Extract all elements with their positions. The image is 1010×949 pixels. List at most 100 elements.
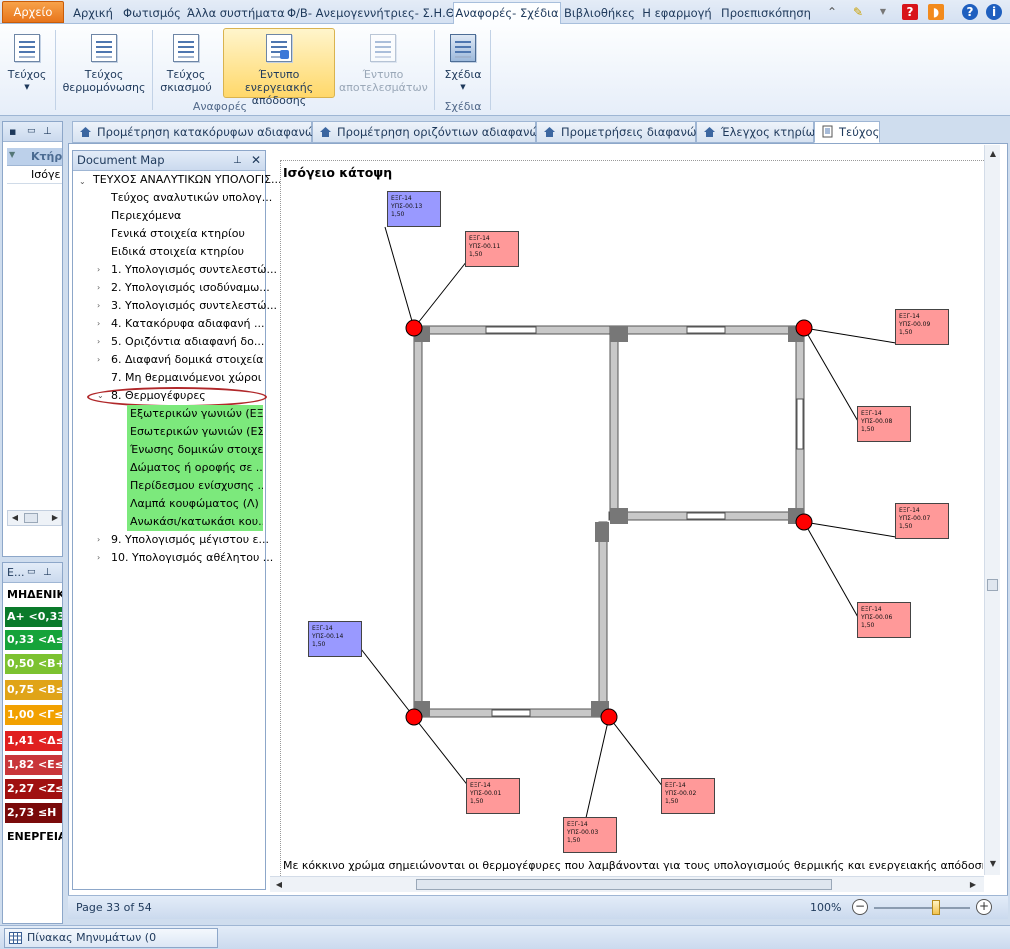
map-item-sub[interactable]: Εσωτερικών γωνιών (ΕΣΓ)	[127, 423, 263, 441]
pane-restore-icon[interactable]: ▭	[27, 126, 36, 136]
collapse-icon[interactable]: ⌄	[97, 391, 104, 400]
zoom-slider-thumb[interactable]	[932, 900, 940, 915]
zoom-in-icon[interactable]: +	[976, 899, 992, 915]
map-item[interactable]: Τεύχος αναλυτικών υπολογ...	[111, 191, 273, 204]
expand-icon[interactable]: ›	[97, 355, 101, 364]
tab-preview[interactable]: Προεπισκόπηση	[721, 6, 811, 20]
map-item[interactable]: ΤΕΥΧΟΣ ΑΝΑΛΥΤΙΚΩΝ ΥΠΟΛΟΓΙΣ...	[93, 173, 282, 186]
pin-icon[interactable]: ⊥	[43, 126, 52, 137]
vertical-scrollbar[interactable]: ▲ ▼	[984, 145, 1000, 875]
map-item-sub[interactable]: Εξωτερικών γωνιών (ΕΞΓ)	[127, 405, 263, 423]
map-item[interactable]: Περιεχόμενα	[111, 209, 182, 222]
horizontal-scrollbar[interactable]: ◀ ▶	[7, 510, 62, 526]
drawings-label: Σχέδια	[444, 68, 482, 81]
pane-restore-icon[interactable]: ▭	[27, 567, 36, 577]
scroll-right-icon[interactable]: ▶	[51, 513, 59, 522]
map-item[interactable]: 4. Κατακόρυφα αδιαφανή ...	[111, 317, 265, 330]
thermal-bridge-marker	[795, 319, 813, 337]
scroll-right-icon[interactable]: ▶	[969, 880, 977, 889]
teuxos-skiasmou-button[interactable]: Τεύχος σκιασμού	[156, 28, 216, 100]
expand-icon[interactable]: ›	[97, 337, 101, 346]
tab-vertical-opaque-label: Προμέτρηση κατακόρυφων αδιαφανών	[97, 125, 321, 139]
messages-button[interactable]: Πίνακας Μηνυμάτων (0 μηνύματα)	[4, 928, 218, 948]
tab-teuxos[interactable]: Τεύχος	[814, 121, 880, 143]
energy-certificate-button[interactable]: Έντυπο ενεργειακής απόδοσης	[223, 28, 335, 107]
box-line: 1,50	[469, 251, 483, 258]
expand-icon[interactable]: ›	[97, 283, 101, 292]
zoom-out-icon[interactable]: −	[852, 899, 868, 915]
map-item[interactable]: 2. Υπολογισμός ισοδύναμω...	[111, 281, 270, 294]
results-form-button[interactable]: Έντυπο αποτελεσμάτων	[338, 28, 428, 100]
scroll-left-icon[interactable]: ◀	[11, 513, 19, 522]
pin-icon[interactable]: ⊥	[43, 567, 52, 578]
collapse-icon[interactable]: ⌄	[79, 177, 86, 186]
tab-vertical-opaque[interactable]: Προμέτρηση κατακόρυφων αδιαφανών	[72, 121, 321, 143]
map-item[interactable]: 9. Υπολογισμός μέγιστου ε...	[111, 533, 269, 546]
map-item[interactable]: 10. Υπολογισμός αθέλητου ...	[111, 551, 274, 564]
zoom-slider-track[interactable]	[874, 907, 970, 909]
map-item[interactable]: 6. Διαφανή δομικά στοιχεία	[111, 353, 264, 366]
tab-building-check-label: Έλεγχος κτηρίων	[721, 125, 822, 139]
horizontal-scrollbar[interactable]: ◀ ▶	[270, 876, 984, 892]
leader-line	[360, 648, 415, 718]
expand-icon[interactable]: ▼	[9, 150, 16, 159]
scroll-thumb[interactable]	[24, 513, 38, 523]
drawings-button[interactable]: Σχέδια ▼	[440, 28, 486, 100]
map-item-thermal-bridges[interactable]: 8. Θερμογέφυρες	[111, 389, 206, 402]
expand-icon[interactable]: ›	[97, 319, 101, 328]
teuxos-skias-label1: Τεύχος	[166, 68, 206, 81]
tab-other-systems[interactable]: Άλλα συστήματα	[187, 6, 285, 20]
ribbon-separator	[490, 30, 491, 110]
scroll-left-icon[interactable]: ◀	[275, 880, 283, 889]
rss-icon[interactable]: ◗	[928, 4, 944, 20]
map-item[interactable]: 7. Μη θερμαινόμενοι χώροι	[111, 371, 262, 384]
map-item-sub[interactable]: Ανωκάσι/κατωκάσι κου...	[127, 513, 263, 531]
map-item-sub[interactable]: Λαμπά κουφώματος (Λ)	[127, 495, 263, 513]
close-icon[interactable]: ✕	[251, 153, 262, 167]
tab-building-check[interactable]: Έλεγχος κτηρίων	[696, 121, 822, 143]
help-red-icon[interactable]: ?	[902, 4, 918, 20]
map-item[interactable]: 5. Οριζόντια αδιαφανή δο...	[111, 335, 265, 348]
rating-z: 2,27 <Z≤	[5, 779, 62, 799]
tab-horizontal-opaque[interactable]: Προμέτρηση οριζόντιων αδιαφανών	[312, 121, 545, 143]
tab-application[interactable]: Η εφαρμογή	[642, 6, 712, 20]
tab-file[interactable]: Αρχείο	[2, 1, 64, 23]
map-item-sub[interactable]: Δώματος ή οροφής σε ...	[127, 459, 263, 477]
tab-reports-drawings[interactable]: Αναφορές- Σχέδια	[453, 2, 561, 25]
scroll-thumb[interactable]	[987, 579, 998, 591]
corner-column	[610, 326, 628, 342]
tab-pv-wind[interactable]: Φ/Β- Ανεμογεννήτριες- Σ.Η.Θ.	[287, 6, 459, 20]
expand-icon[interactable]: ›	[97, 535, 101, 544]
map-item-sub[interactable]: Περίδεσμου ενίσχυσης ...	[127, 477, 263, 495]
info-icon[interactable]: i	[986, 4, 1002, 20]
tab-home[interactable]: Αρχική	[73, 6, 113, 20]
map-item[interactable]: 3. Υπολογισμός συντελεστώ...	[111, 299, 277, 312]
map-item[interactable]: Ειδικά στοιχεία κτηρίου	[111, 245, 245, 258]
scroll-up-icon[interactable]: ▲	[989, 149, 997, 158]
dropdown-icon[interactable]: ▼	[879, 7, 887, 16]
map-item[interactable]: 1. Υπολογισμός συντελεστώ...	[111, 263, 277, 276]
tab-transparent[interactable]: Προμετρήσεις διαφανών	[536, 121, 703, 143]
grid-col-header[interactable]: Κτήρ	[31, 150, 63, 163]
rating-a-plus: A+ <0,33	[5, 607, 62, 627]
scroll-thumb[interactable]	[416, 879, 832, 890]
expand-icon[interactable]: ›	[97, 301, 101, 310]
tab-libraries[interactable]: Βιβλιοθήκες	[564, 6, 635, 20]
expand-icon[interactable]: ›	[97, 553, 101, 562]
teuxos-button[interactable]: Τεύχος ▼	[4, 28, 50, 100]
chevron-up-icon[interactable]: ⌃	[826, 5, 838, 19]
thermal-bridge-marker	[405, 319, 423, 337]
map-item[interactable]: Γενικά στοιχεία κτηρίου	[111, 227, 245, 240]
grid-row[interactable]: Ισόγε	[7, 166, 62, 184]
help-icon[interactable]: ?	[962, 4, 978, 20]
wall-left	[413, 325, 423, 718]
teuxos-thermomonosis-button[interactable]: Τεύχος θερμομόνωσης	[60, 28, 148, 100]
tools-icon[interactable]: ✎	[852, 5, 864, 19]
rating-a: 0,33 <A≤	[5, 630, 62, 650]
pin-icon[interactable]: ⊥	[233, 155, 242, 166]
tab-lighting[interactable]: Φωτισμός	[123, 6, 181, 20]
scroll-down-icon[interactable]: ▼	[989, 859, 997, 868]
map-item-sub[interactable]: Ένωσης δομικών στοιχε...	[127, 441, 263, 459]
expand-icon[interactable]: ›	[97, 265, 101, 274]
